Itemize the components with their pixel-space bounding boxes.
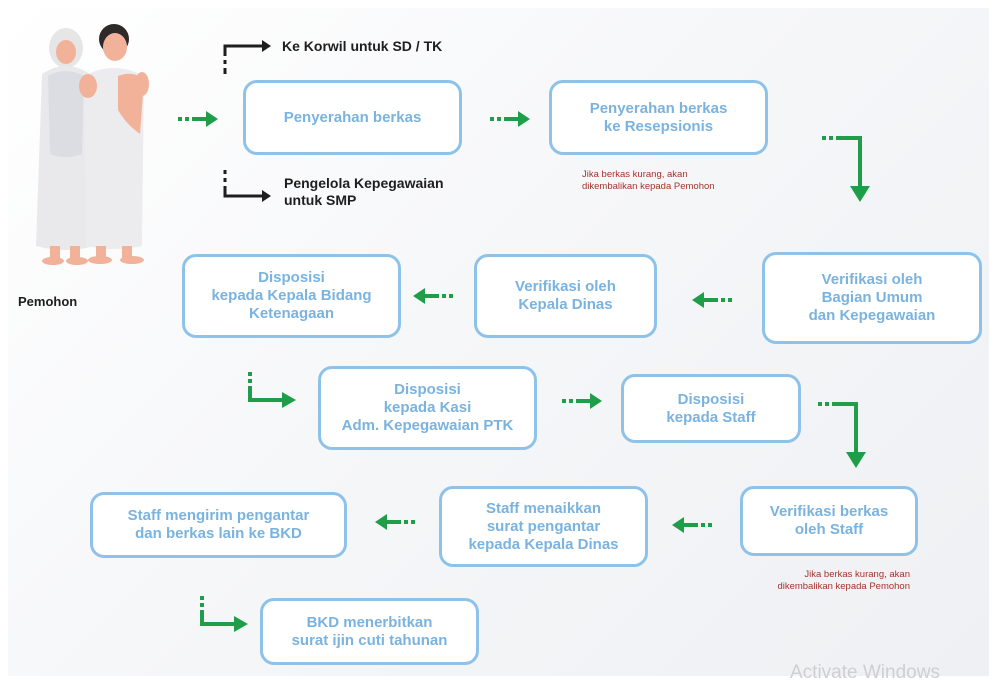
step-disposisi-kepala-bidang: Disposisi kepada Kepala Bidang Ketenagaa…: [182, 254, 401, 338]
step-disposisi-kasi: Disposisi kepada Kasi Adm. Kepegawaian P…: [318, 366, 537, 450]
step-staff-mengirim: Staff mengirim pengantar dan berkas lain…: [90, 492, 347, 558]
pilgrim-couple-illustration: [36, 24, 149, 265]
arrow-down-icon: [822, 136, 870, 202]
elbow-arrow-icon: [248, 372, 296, 408]
step-verifikasi-bagian-umum: Verifikasi oleh Bagian Umum dan Kepegawa…: [762, 252, 982, 344]
arrow-right-icon: [490, 111, 530, 127]
route-smp-label: Pengelola Kepegawaian untuk SMP: [284, 175, 444, 208]
route-korwil-label: Ke Korwil untuk SD / TK: [282, 38, 443, 54]
arrow-right-icon: [178, 111, 218, 127]
arrow-left-icon: [672, 517, 712, 533]
elbow-arrow-icon: [200, 596, 248, 632]
note-receptionist-return: Jika berkas kurang, akan dikembalikan ke…: [582, 169, 715, 192]
arrow-down-icon: [818, 402, 866, 468]
step-penyerahan-resepsionis: Penyerahan berkas ke Resepsionis: [549, 80, 768, 155]
step-verifikasi-staff: Verifikasi berkas oleh Staff: [740, 486, 918, 556]
note-staff-return: Jika berkas kurang, akan dikembalikan ke…: [777, 569, 910, 592]
arrow-left-icon: [375, 514, 415, 530]
step-verifikasi-kepala-dinas: Verifikasi oleh Kepala Dinas: [474, 254, 657, 338]
applicant-label: Pemohon: [18, 294, 78, 309]
step-bkd-menerbitkan: BKD menerbitkan surat ijin cuti tahunan: [260, 598, 479, 665]
step-disposisi-staff: Disposisi kepada Staff: [621, 374, 801, 443]
elbow-arrow-icon-smp: [223, 170, 271, 202]
os-watermark: Activate Windows: [790, 662, 940, 683]
arrow-left-icon: [413, 288, 453, 304]
elbow-arrow-icon-korwil: [223, 40, 271, 74]
arrow-right-icon: [562, 393, 602, 409]
step-staff-menaikkan: Staff menaikkan surat pengantar kepada K…: [439, 486, 648, 567]
arrow-left-icon: [692, 292, 732, 308]
step-penyerahan-berkas: Penyerahan berkas: [243, 80, 462, 155]
